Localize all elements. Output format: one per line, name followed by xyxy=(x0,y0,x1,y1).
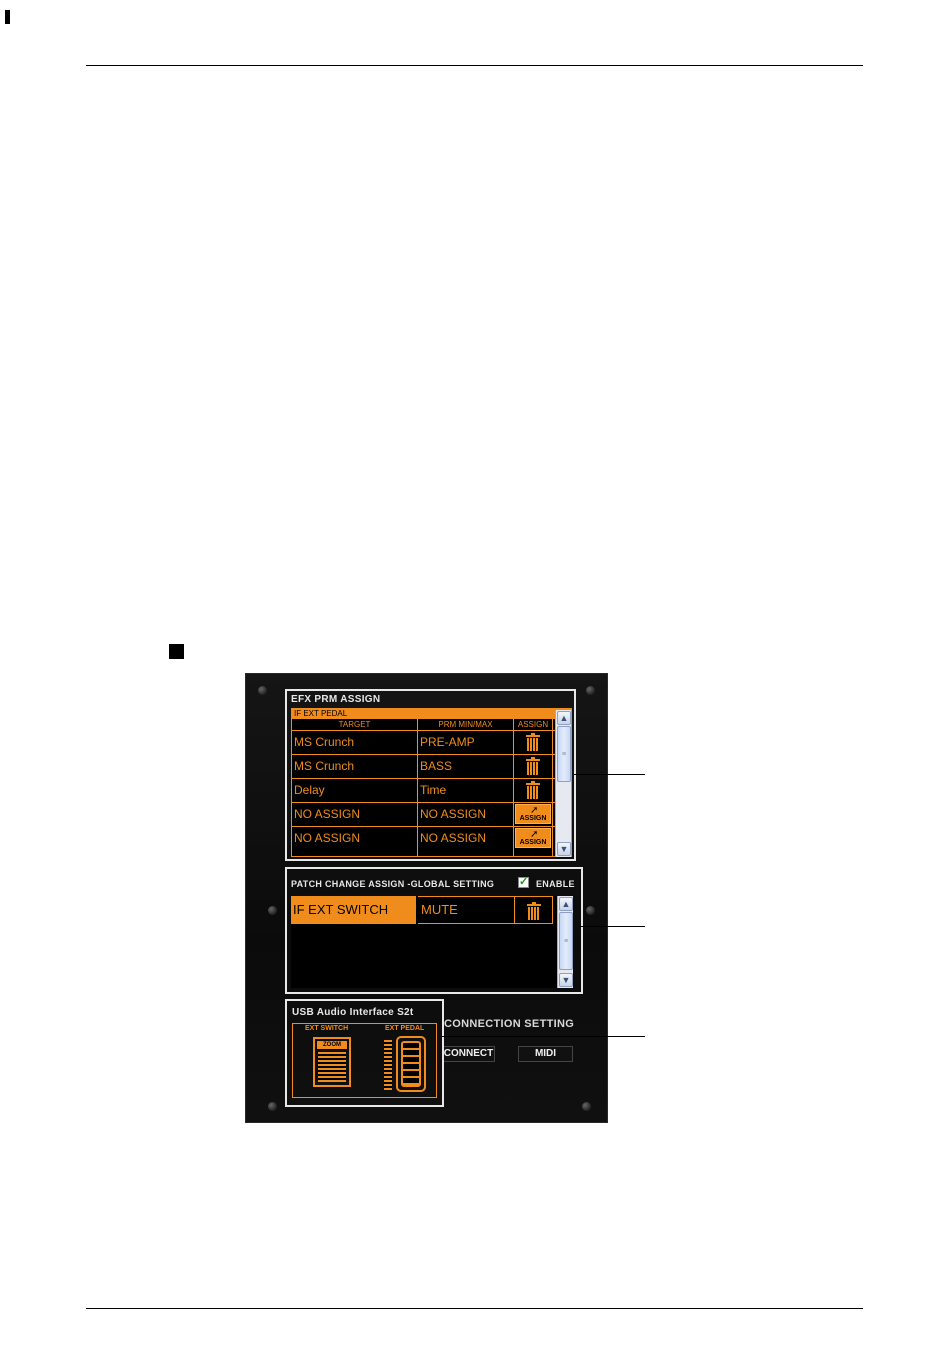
efx-prm-assign-highlight: EFX PRM ASSIGN IF EXT PEDAL TARGET PRM M… xyxy=(285,689,576,861)
patch-value[interactable]: MUTE xyxy=(421,902,458,917)
assign-arrow-icon: ➚ xyxy=(530,829,539,840)
assign-button[interactable]: ➚ ASSIGN xyxy=(515,804,551,824)
connection-setting-title: CONNECTION SETTING xyxy=(444,1018,575,1030)
row-target[interactable]: Delay xyxy=(294,783,325,797)
ext-pedal-label: EXT PEDAL xyxy=(385,1025,425,1032)
scroll-up-icon[interactable]: ▲ xyxy=(559,897,573,911)
row-param[interactable]: PRE-AMP xyxy=(420,735,475,749)
ext-switch-label: EXT SWITCH xyxy=(305,1025,349,1032)
table-row[interactable]: Delay Time xyxy=(292,778,571,801)
row-param[interactable]: NO ASSIGN xyxy=(420,831,487,845)
table-row[interactable]: MS Crunch BASS xyxy=(292,754,571,777)
usb-interface-title: USB Audio Interface S2t xyxy=(292,1007,414,1018)
ext-pedal-icon[interactable] xyxy=(396,1036,426,1092)
scroll-thumb[interactable]: ≡ xyxy=(559,912,573,970)
row-target[interactable]: NO ASSIGN xyxy=(294,831,361,845)
enable-label: ENABLE xyxy=(536,879,575,889)
screw-icon xyxy=(582,1102,591,1111)
midi-button[interactable]: MIDI xyxy=(518,1046,573,1062)
patch-source[interactable]: IF EXT SWITCH xyxy=(293,902,389,917)
trash-icon[interactable] xyxy=(526,757,540,775)
patch-change-table: IF EXT SWITCH MUTE xyxy=(291,896,557,988)
trash-icon[interactable] xyxy=(526,781,540,799)
column-divider xyxy=(417,719,418,856)
callout-line xyxy=(581,926,645,927)
screw-icon xyxy=(258,686,267,695)
screw-icon xyxy=(268,906,277,915)
trash-icon[interactable] xyxy=(526,733,540,751)
header-rule xyxy=(86,65,863,66)
patch-change-title: PATCH CHANGE ASSIGN -GLOBAL SETTING xyxy=(291,879,495,889)
callout-line xyxy=(442,1036,645,1037)
footer-rule xyxy=(86,1308,863,1309)
ext-switch-icon[interactable]: ZOOM xyxy=(313,1037,351,1087)
col-target-header: TARGET xyxy=(338,720,371,729)
patch-change-assign-highlight: PATCH CHANGE ASSIGN -GLOBAL SETTING ✓ EN… xyxy=(285,867,583,994)
source-highlight xyxy=(291,896,416,924)
scroll-up-icon[interactable]: ▲ xyxy=(557,711,571,725)
trash-icon[interactable] xyxy=(527,902,541,920)
col-prm-header: PRM MIN/MAX xyxy=(438,720,493,729)
section-bullet xyxy=(169,644,184,659)
column-divider xyxy=(514,896,515,924)
screw-icon xyxy=(586,906,595,915)
efx-prm-assign-table: IF EXT PEDAL TARGET PRM MIN/MAX ASSIGN M… xyxy=(291,708,572,857)
usb-device-graphic: EXT SWITCH EXT PEDAL ZOOM xyxy=(292,1023,437,1098)
page-corner-mark xyxy=(5,10,10,24)
row-param[interactable]: BASS xyxy=(420,759,453,773)
efx-source-label: IF EXT PEDAL xyxy=(292,709,571,719)
row-target[interactable]: NO ASSIGN xyxy=(294,807,361,821)
efx-prm-assign-title: EFX PRM ASSIGN xyxy=(291,694,381,705)
usb-interface-highlight: USB Audio Interface S2t EXT SWITCH EXT P… xyxy=(285,999,444,1107)
assign-arrow-icon: ➚ xyxy=(530,805,539,816)
scroll-thumb[interactable]: ≡ xyxy=(557,726,571,782)
screw-icon xyxy=(586,686,595,695)
level-meter xyxy=(384,1040,392,1090)
s2t-editor-panel: EFX PRM ASSIGN IF EXT PEDAL TARGET PRM M… xyxy=(245,673,608,1123)
assign-button[interactable]: ➚ ASSIGN xyxy=(515,828,551,848)
scroll-down-icon[interactable]: ▼ xyxy=(557,842,571,856)
pedal-tread xyxy=(401,1041,421,1087)
patch-value-box[interactable] xyxy=(418,896,553,924)
row-target[interactable]: MS Crunch xyxy=(294,759,355,773)
assign-button-label: ASSIGN xyxy=(519,839,547,846)
screw-icon xyxy=(268,1102,277,1111)
assign-button-label: ASSIGN xyxy=(519,815,547,822)
table-row[interactable]: NO ASSIGN NO ASSIGN ➚ ASSIGN xyxy=(292,802,571,825)
row-param[interactable]: Time xyxy=(420,783,447,797)
column-divider xyxy=(513,719,514,856)
connect-button[interactable]: CONNECT xyxy=(442,1046,495,1062)
scroll-down-icon[interactable]: ▼ xyxy=(559,973,573,987)
table-row[interactable]: NO ASSIGN NO ASSIGN ➚ ASSIGN xyxy=(292,826,571,849)
row-target[interactable]: MS Crunch xyxy=(294,735,355,749)
callout-line xyxy=(574,774,645,775)
table-row[interactable]: MS Crunch PRE-AMP xyxy=(292,730,571,753)
enable-checkbox[interactable]: ✓ xyxy=(518,876,529,888)
efx-scrollbar[interactable]: ▲ ≡ ▼ xyxy=(555,710,571,857)
zoom-logo: ZOOM xyxy=(317,1041,347,1049)
patch-scrollbar[interactable]: ▲ ≡ ▼ xyxy=(557,896,573,988)
col-assign-header: ASSIGN xyxy=(517,720,549,729)
switch-grille xyxy=(318,1052,346,1082)
row-param[interactable]: NO ASSIGN xyxy=(420,807,487,821)
column-divider xyxy=(552,719,553,856)
